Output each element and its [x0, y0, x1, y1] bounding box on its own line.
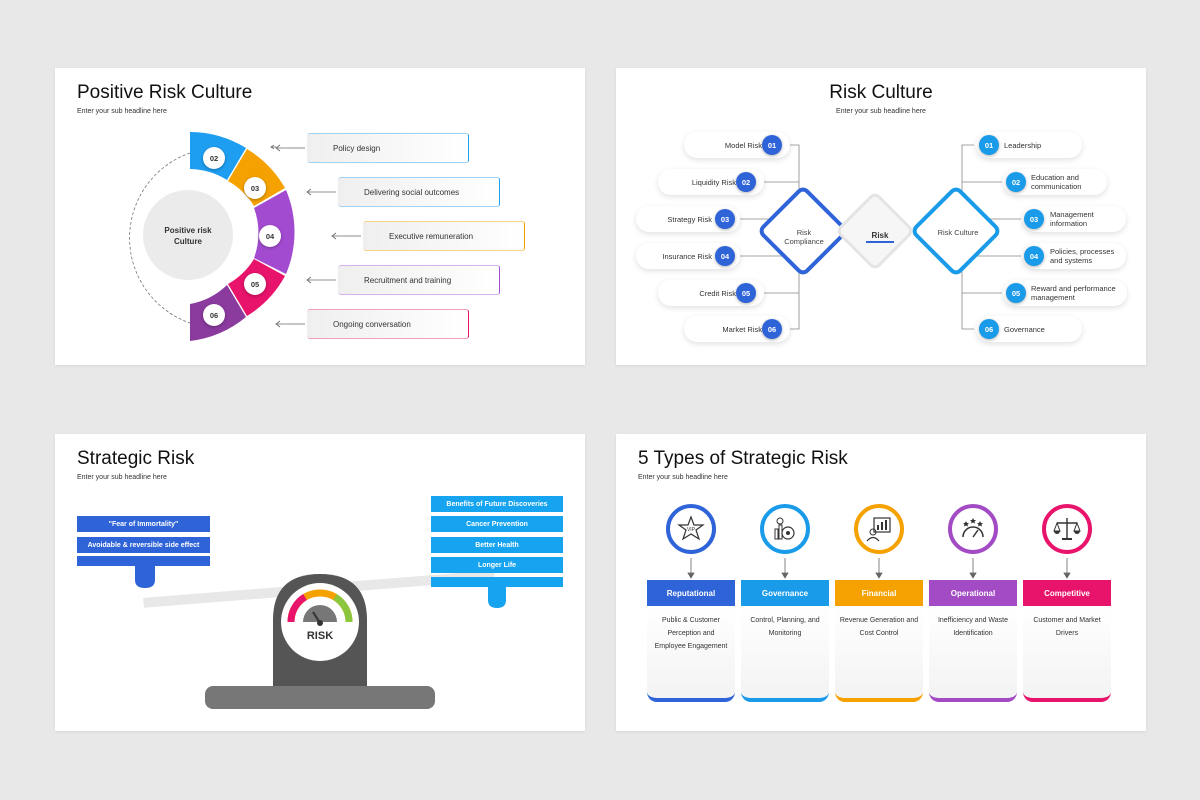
slide-subtitle: Enter your sub headline here [638, 474, 728, 481]
right-bar-health: Better Health [431, 537, 563, 553]
right-num-04: 04 [1024, 246, 1044, 266]
item-label: Policy design [333, 143, 381, 153]
reputational-ring: VIP [666, 504, 716, 554]
step-04-badge: 04 [259, 225, 281, 247]
type-header-reputational: Reputational [647, 580, 735, 606]
diamond-risk: Risk [871, 231, 889, 240]
center-label: Positive risk Culture [164, 226, 212, 246]
item-label: Recruitment and training [364, 275, 452, 285]
type-card-operational: Inefficiency and Waste Identification [929, 606, 1017, 702]
financial-ring [854, 504, 904, 554]
item-label: Insurance Risk [662, 251, 712, 261]
item-label: Ongoing conversation [333, 319, 411, 329]
item-label: Market Risk [722, 324, 762, 334]
left-num-03: 03 [715, 209, 735, 229]
item-label: Model Risk [724, 140, 762, 150]
balance-scale-icon [1053, 518, 1081, 540]
item-label: Leadership [1004, 140, 1042, 150]
balance-scale-graphic [135, 566, 506, 709]
left-num-02: 02 [736, 172, 756, 192]
right-bar-empty [431, 577, 563, 587]
right-num-05: 05 [1006, 283, 1026, 303]
type-desc: Control, Planning, and Monitoring [750, 617, 820, 637]
item-recruitment-training[interactable]: Recruitment and training [338, 265, 500, 295]
slide-title: Strategic Risk [77, 448, 195, 469]
type-desc: Revenue Generation and Cost Control [839, 617, 919, 637]
type-header-competitive: Competitive [1023, 580, 1111, 606]
slide-positive-risk-culture[interactable]: Positive Risk Culture Enter your sub hea… [55, 68, 585, 365]
type-header-financial: Financial [835, 580, 923, 606]
item-label: Reward and performance management [1031, 284, 1116, 302]
diamond-risk-culture: Risk Culture [937, 228, 979, 237]
left-num-06: 06 [762, 319, 782, 339]
operational-gauge-icon [962, 518, 984, 538]
type-connectors [687, 558, 1071, 579]
risk-culture-connectors [739, 144, 1021, 330]
item-label: Policies, processes and systems [1050, 247, 1115, 265]
item-label: Strategy Risk [667, 214, 712, 224]
type-card-reputational: Public & Customer Perception and Employe… [647, 606, 735, 702]
slide-title: 5 Types of Strategic Risk [638, 448, 848, 469]
type-desc: Inefficiency and Waste Identification [937, 617, 1009, 637]
item-delivering-social-outcomes[interactable]: Delivering social outcomes [338, 177, 500, 207]
right-bar-longer-life: Longer Life [431, 557, 563, 573]
left-bar-empty [77, 556, 210, 566]
left-num-01: 01 [762, 135, 782, 155]
right-num-01: 01 [979, 135, 999, 155]
type-desc: Customer and Market Drivers [1033, 617, 1101, 637]
step-06-badge: 06 [203, 304, 225, 326]
financial-chart-icon [866, 517, 891, 542]
slide-strategic-risk[interactable]: Strategic Risk Enter your sub headline h… [55, 434, 585, 731]
governance-gear-icon [774, 517, 795, 540]
vip-star-icon: VIP [677, 515, 705, 541]
slide-5-types-strategic-risk[interactable]: 5 Types of Strategic Risk Enter your sub… [616, 434, 1146, 731]
slide-subtitle: Enter your sub headline here [77, 474, 167, 481]
type-card-competitive: Customer and Market Drivers [1023, 606, 1111, 702]
item-label: Credit Risk [699, 288, 736, 298]
slide-subtitle: Enter your sub headline here [77, 108, 167, 115]
slide-title: Positive Risk Culture [77, 82, 253, 103]
right-num-02: 02 [1006, 172, 1026, 192]
left-bar-avoidable: Avoidable & reversible side effect [77, 537, 210, 553]
right-bar-benefits: Benefits of Future Discoveries [431, 496, 563, 512]
item-label: Management information [1050, 210, 1094, 228]
slide-subtitle: Enter your sub headline here [836, 108, 926, 115]
item-label: Education and communication [1031, 173, 1082, 191]
right-num-03: 03 [1024, 209, 1044, 229]
type-desc: Public & Customer Perception and Employe… [654, 617, 728, 650]
slide-title: Risk Culture [829, 82, 933, 103]
left-num-04: 04 [715, 246, 735, 266]
item-label: Liquidity Risk [691, 177, 736, 187]
item-policy-design[interactable]: Policy design [307, 133, 469, 163]
type-card-governance: Control, Planning, and Monitoring [741, 606, 829, 702]
left-num-05: 05 [736, 283, 756, 303]
type-card-financial: Revenue Generation and Cost Control [835, 606, 923, 702]
step-02-badge: 02 [203, 147, 225, 169]
competitive-ring [1042, 504, 1092, 554]
right-bar-cancer: Cancer Prevention [431, 516, 563, 532]
left-bar-fear: "Fear of Immortality" [77, 516, 210, 532]
diamond-risk-compliance: Risk Compliance [784, 228, 824, 246]
right-num-06: 06 [979, 319, 999, 339]
item-label: Executive remuneration [389, 231, 474, 241]
gauge-label: RISK [306, 630, 334, 642]
operational-ring [948, 504, 998, 554]
item-label: Delivering social outcomes [364, 187, 460, 197]
type-header-operational: Operational [929, 580, 1017, 606]
step-03-badge: 03 [244, 177, 266, 199]
type-header-governance: Governance [741, 580, 829, 606]
step-05-badge: 05 [244, 273, 266, 295]
governance-ring [760, 504, 810, 554]
item-ongoing-conversation[interactable]: Ongoing conversation [307, 309, 469, 339]
item-executive-remuneration[interactable]: Executive remuneration [363, 221, 525, 251]
slide-risk-culture[interactable]: Risk Culture Enter your sub headline her… [616, 68, 1146, 365]
item-label: Governance [1004, 324, 1045, 334]
vip-badge-text: VIP [687, 527, 696, 533]
